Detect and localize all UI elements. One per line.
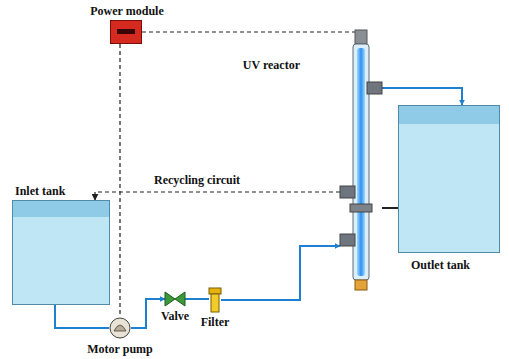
water-pipe (382, 88, 462, 105)
water-pipe (55, 305, 109, 328)
node-outline (209, 288, 221, 312)
filter-cartridge: Filter (209, 288, 221, 312)
node-label: UV reactor (243, 58, 300, 72)
node-label: Motor pump (87, 342, 152, 356)
power-module-box: Power module (110, 20, 142, 44)
node-label: Inlet tank (15, 184, 65, 198)
node-outline (165, 292, 185, 306)
outlet-tank: Outlet tank (398, 105, 500, 253)
edge-label: Recycling circuit (152, 173, 242, 187)
water-pipe (185, 298, 209, 300)
signal-line (142, 30, 361, 32)
signal-line (119, 44, 120, 317)
node-outline (340, 44, 382, 292)
node-label: Valve (161, 309, 189, 323)
signal-line (95, 192, 340, 200)
water-pipe (221, 246, 340, 300)
valve-symbol: Valve (165, 292, 185, 306)
node-outline (111, 21, 141, 43)
node-label: Power module (90, 4, 163, 18)
uv-reactor-tube: UV reactor (340, 44, 382, 292)
water-pipe (131, 299, 165, 328)
motor-pump: Motor pump (109, 317, 131, 339)
node-outline (109, 317, 131, 339)
inlet-tank: Inlet tank (12, 200, 110, 305)
node-label: Outlet tank (411, 258, 470, 272)
signal-line (382, 207, 398, 209)
node-label: Filter (201, 315, 230, 329)
